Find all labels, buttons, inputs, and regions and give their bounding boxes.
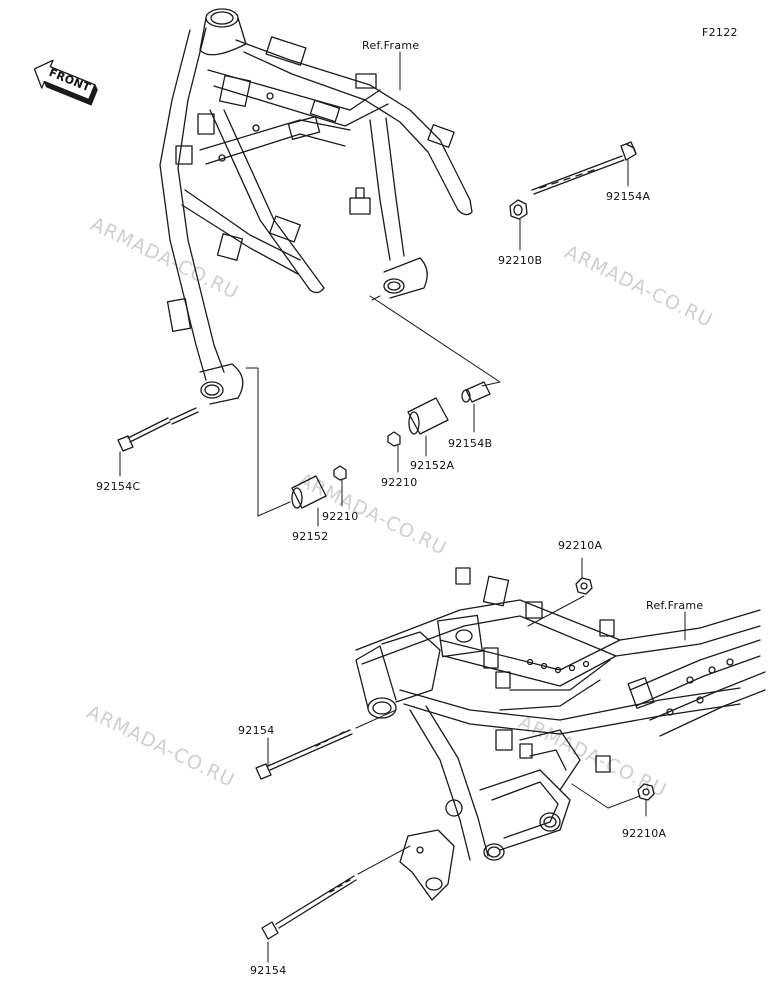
- nut-92210-a: [387, 431, 401, 447]
- part-label-92154-bot[interactable]: 92154: [250, 964, 287, 977]
- part-label-92154A[interactable]: 92154A: [606, 190, 651, 203]
- bolt-92154C: [117, 407, 199, 452]
- bolt-92154A: [531, 141, 637, 195]
- part-label-92210[interactable]: 92210: [381, 476, 418, 489]
- figure-code: F2122: [702, 26, 738, 39]
- ref-frame-label-bottom: Ref.Frame: [646, 599, 704, 612]
- front-arrow-icon: [33, 59, 98, 106]
- nut-92210B: [509, 199, 528, 220]
- part-label-92210A-bottom[interactable]: 92210A: [622, 827, 667, 840]
- part-label-92154-mid[interactable]: 92154: [238, 724, 275, 737]
- bolt-92154-bot: [261, 875, 357, 940]
- nut-92210A-top: [575, 577, 593, 595]
- upper-frame-drawing: [159, 8, 473, 405]
- ref-frame-label-top: Ref.Frame: [362, 39, 420, 52]
- part-label-92154C[interactable]: 92154C: [96, 480, 141, 493]
- part-label-92210A-top[interactable]: 92210A: [558, 539, 603, 552]
- nut-92210A-bottom: [637, 783, 655, 801]
- nut-92210-b: [333, 465, 347, 481]
- part-label-92154B[interactable]: 92154B: [448, 437, 493, 450]
- bushing-92154B: [461, 381, 491, 403]
- collar-92152: [291, 475, 327, 509]
- part-label-92210[interactable]: 92210: [322, 510, 359, 523]
- part-label-92210B[interactable]: 92210B: [498, 254, 543, 267]
- bolt-92154-mid: [255, 729, 353, 780]
- collar-92152A: [407, 397, 449, 435]
- part-label-92152[interactable]: 92152: [292, 530, 329, 543]
- part-label-92152A[interactable]: 92152A: [410, 459, 455, 472]
- lower-frame-drawing: [355, 567, 766, 901]
